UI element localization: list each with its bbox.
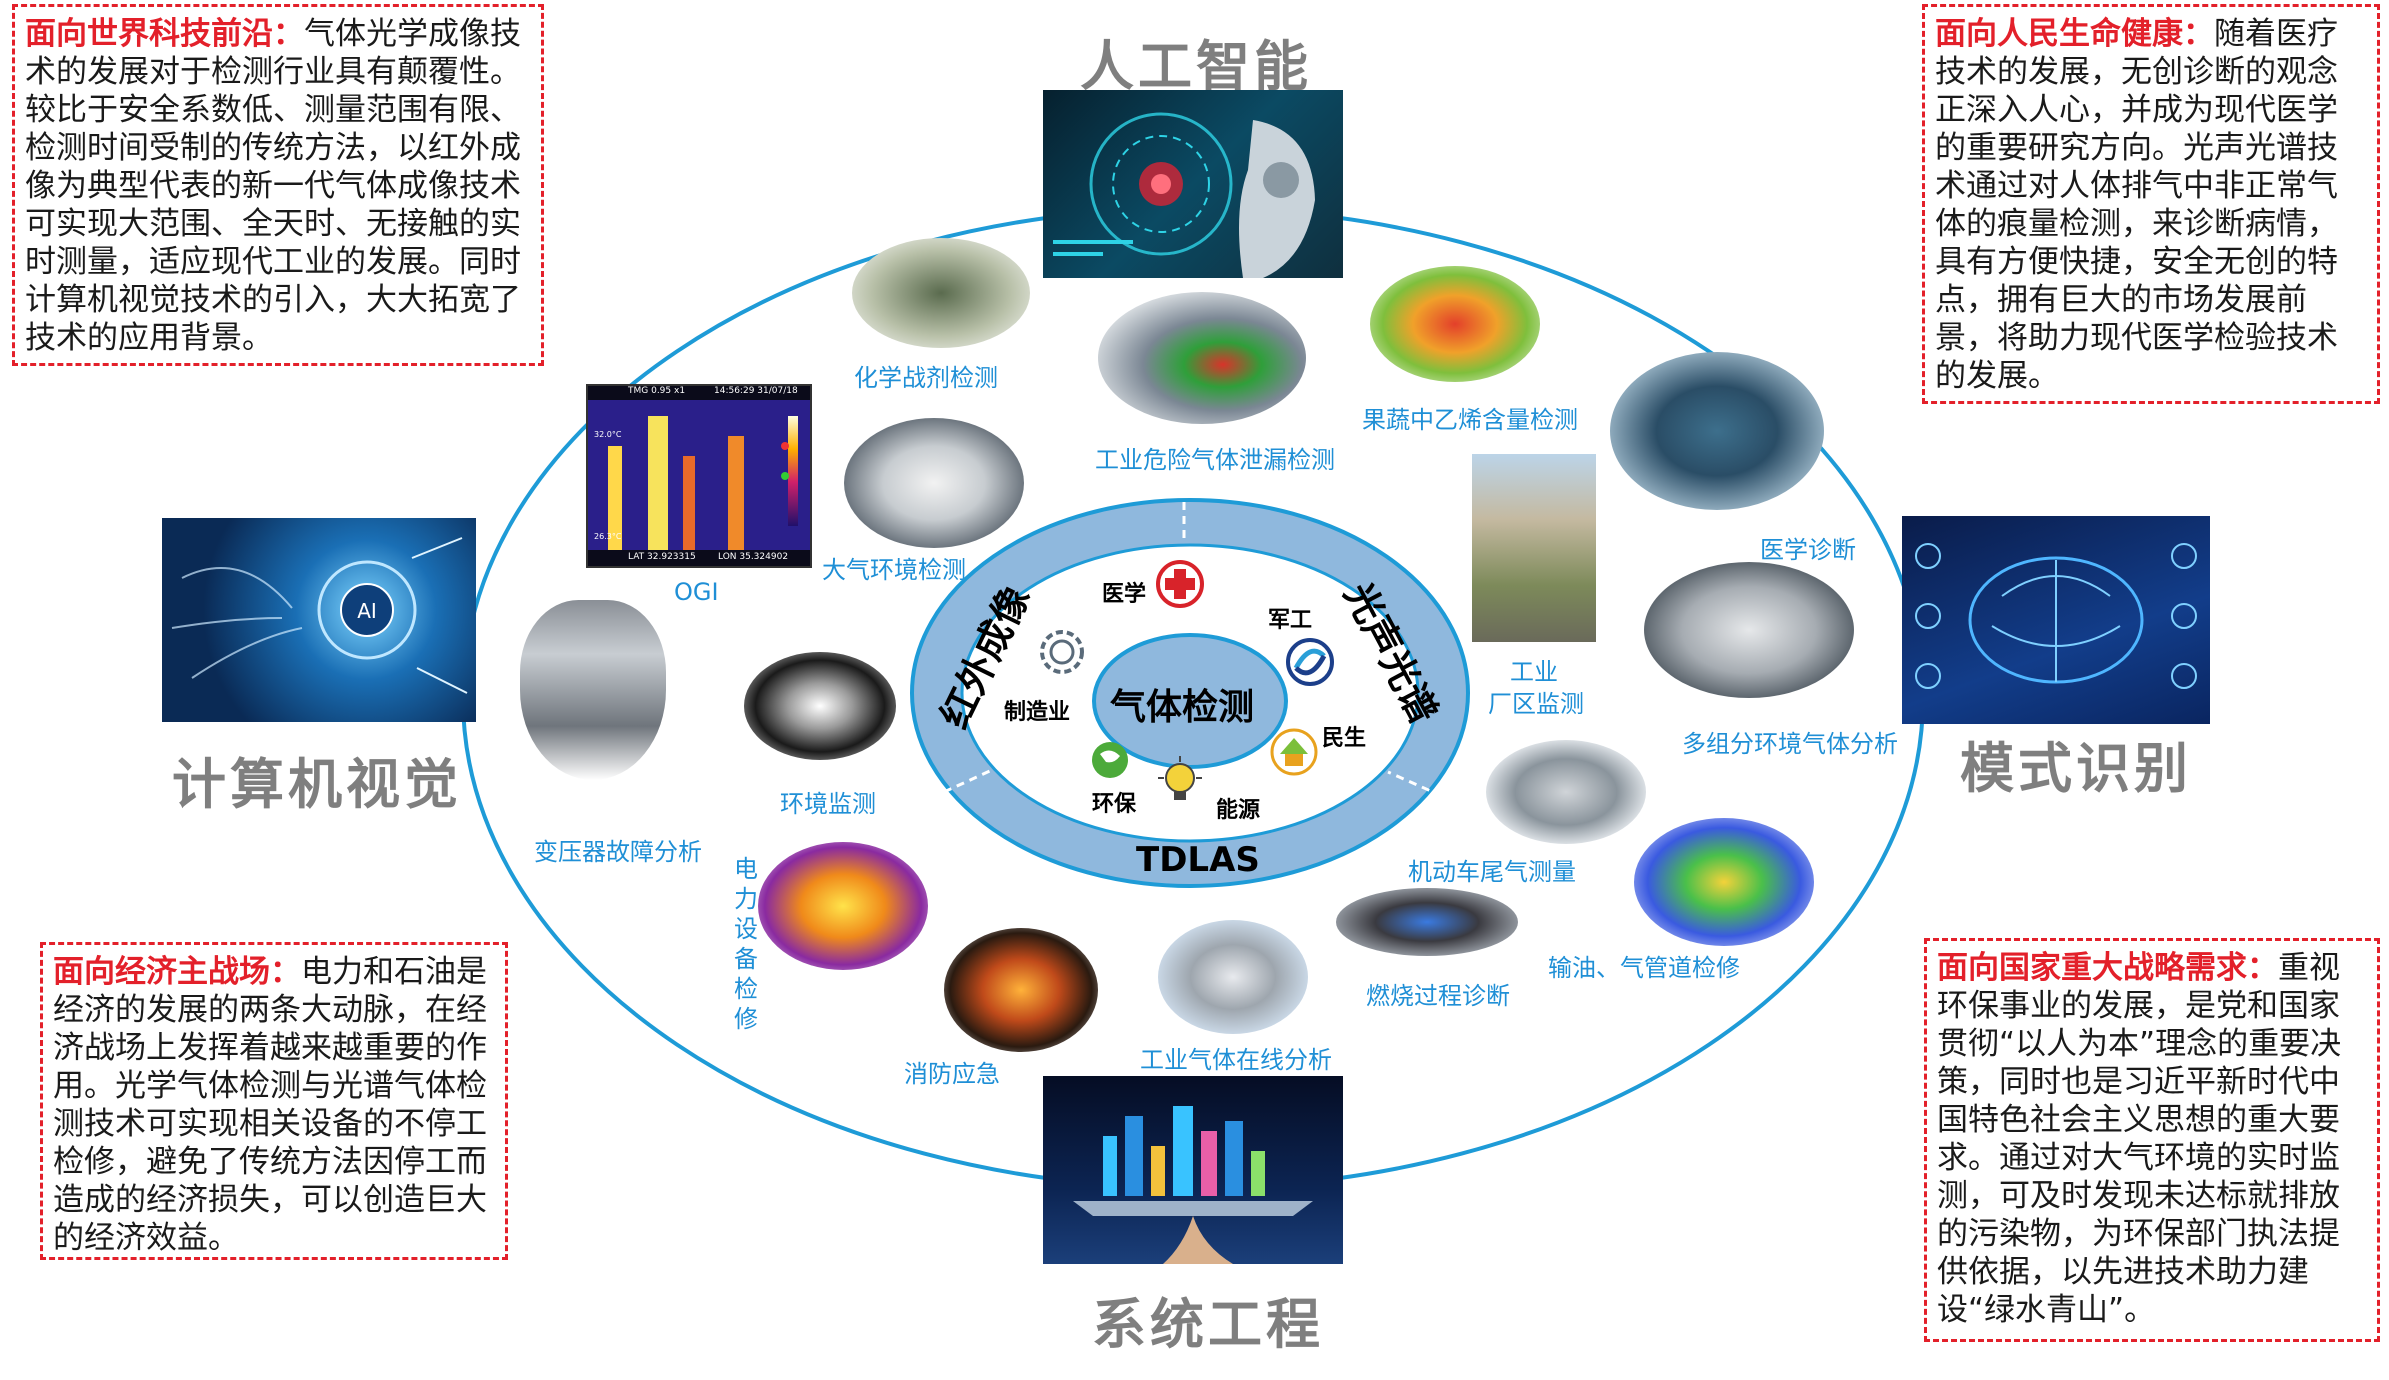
ogi-temp-low: 26.3°C [594, 532, 622, 541]
fruit-photo [1370, 266, 1540, 382]
ogi-thermal-graphic [588, 400, 810, 550]
domain-computer-vision: 计算机视觉 [172, 753, 462, 816]
label-online-analysis: 工业气体在线分析 [1140, 1046, 1332, 1074]
sector-manufacturing: 制造业 [1004, 700, 1071, 725]
multi-component-photo [1644, 562, 1854, 698]
ai-robot-graphic [1053, 112, 1315, 278]
note-tech-frontier-title: 面向世界科技前沿： [25, 16, 304, 52]
domain-ai: 人工智能 [1080, 35, 1312, 98]
note-health-body: 随着医疗技术的发展，无创诊断的观念正深入人心，并成为现代医学的重要研究方向。光声… [1935, 16, 2338, 394]
label-park-line1: 工业 [1510, 658, 1558, 686]
label-fire-emergency: 消防应急 [904, 1060, 1000, 1088]
label-pipeline-inspection: 输油、气管道检修 [1548, 954, 1740, 982]
label-combustion-diagnosis: 燃烧过程诊断 [1366, 982, 1510, 1010]
cv-eye-graphic: AI [171, 537, 468, 694]
energy-bulb-icon [1158, 756, 1202, 800]
sector-military: 军工 [1268, 608, 1313, 633]
sector-energy: 能源 [1216, 798, 1261, 823]
label-multi-component: 多组分环境气体分析 [1682, 730, 1898, 758]
label-vehicle-exhaust: 机动车尾气测量 [1408, 858, 1576, 886]
label-medical-diagnosis: 医学诊断 [1760, 536, 1856, 564]
note-tech-frontier-body: 气体光学成像技术的发展对于检测行业具有颠覆性。较比于安全系数低、测量范围有限、检… [25, 16, 521, 356]
sector-medicine: 医学 [1102, 582, 1147, 607]
military-emblem-icon [1286, 638, 1334, 686]
gear-icon [1040, 630, 1084, 674]
ogi-thermal-display: TMG 0.95 x1 14:56:29 31/07/18 32.0°C 26.… [586, 384, 812, 568]
ring-label-tdlas: TDLAS [1136, 840, 1260, 880]
ogi-lon-readout: LON 35.324902 [718, 552, 789, 562]
note-economy: 面向经济主战场：电力和石油是经济的发展的两条大动脉，在经济战场上发挥着越来越重要… [40, 942, 508, 1260]
label-industrial-leak: 工业危险气体泄漏检测 [1095, 446, 1335, 474]
environment-photo [744, 652, 896, 760]
ogi-top-left-readout: TMG 0.95 x1 [628, 386, 686, 396]
system-engineering-image [1043, 1076, 1343, 1264]
medical-photo [1610, 352, 1824, 510]
pipeline-photo [1634, 818, 1814, 946]
transformer-photo [520, 600, 666, 780]
ogi-temp-high: 32.0°C [594, 430, 622, 439]
svg-text:AI: AI [357, 599, 377, 623]
vehicle-exhaust-photo [1486, 740, 1646, 844]
online-analysis-photo [1158, 920, 1308, 1034]
note-national-strategy-body: 重视环保事业的发展，是党和国家贯彻“以人为本”理念的重要决策，同时也是习近平新时… [1937, 950, 2342, 1328]
label-park-line2: 厂区监测 [1488, 690, 1584, 718]
note-national-strategy: 面向国家重大战略需求：重视环保事业的发展，是党和国家贯彻“以人为本”理念的重要决… [1924, 938, 2380, 1342]
note-economy-title: 面向经济主战场： [53, 954, 301, 990]
label-power-maintenance: 电力设备检修 [734, 855, 758, 1033]
ogi-lat-readout: LAT 32.923315 [628, 552, 696, 562]
label-chem-agent: 化学战剂检测 [854, 364, 998, 392]
industrial-leak-photo [1098, 292, 1306, 424]
industrial-park-photo [1472, 454, 1596, 642]
combustion-photo [1336, 888, 1518, 956]
label-environment-monitoring: 环境监测 [780, 790, 876, 818]
label-atmosphere: 大气环境检测 [822, 556, 966, 584]
core-gas-detection: 气体检测 [1110, 687, 1255, 728]
note-health-title: 面向人民生命健康： [1935, 16, 2214, 52]
chem-agent-photo [852, 238, 1030, 348]
ogi-top-right-readout: 14:56:29 31/07/18 [714, 386, 798, 396]
label-fruit-ethylene: 果蔬中乙烯含量检测 [1362, 406, 1578, 434]
center-ring-diagram [910, 498, 1470, 888]
note-national-strategy-title: 面向国家重大战略需求： [1937, 950, 2278, 986]
power-equipment-photo [758, 842, 928, 970]
medical-cross-icon [1156, 560, 1204, 608]
label-transformer-fault: 变压器故障分析 [534, 838, 702, 866]
sector-environment: 环保 [1092, 792, 1137, 817]
note-economy-body: 电力和石油是经济的发展的两条大动脉，在经济战场上发挥着越来越重要的作用。光学气体… [53, 954, 487, 1256]
note-tech-frontier: 面向世界科技前沿：气体光学成像技术的发展对于检测行业具有颠覆性。较比于安全系数低… [12, 4, 544, 366]
ai-robot-image [1043, 90, 1343, 278]
atmosphere-photo [844, 418, 1024, 548]
domain-pattern-recognition: 模式识别 [1960, 737, 2192, 800]
livelihood-house-icon [1270, 728, 1318, 776]
fire-emergency-photo [944, 928, 1098, 1052]
environment-globe-icon [1092, 742, 1128, 778]
sector-livelihood: 民生 [1322, 726, 1367, 751]
label-ogi: OGI [674, 578, 719, 606]
pr-brain-graphic [1915, 543, 2197, 689]
se-city-graphic [1073, 1106, 1313, 1264]
note-health: 面向人民生命健康：随着医疗技术的发展，无创诊断的观念正深入人心，并成为现代医学的… [1922, 4, 2380, 404]
domain-system-engineering: 系统工程 [1092, 1293, 1324, 1356]
divider-left [943, 768, 993, 794]
computer-vision-image: AI [162, 518, 476, 722]
divider-right [1387, 770, 1443, 798]
pattern-recognition-image [1902, 516, 2210, 724]
